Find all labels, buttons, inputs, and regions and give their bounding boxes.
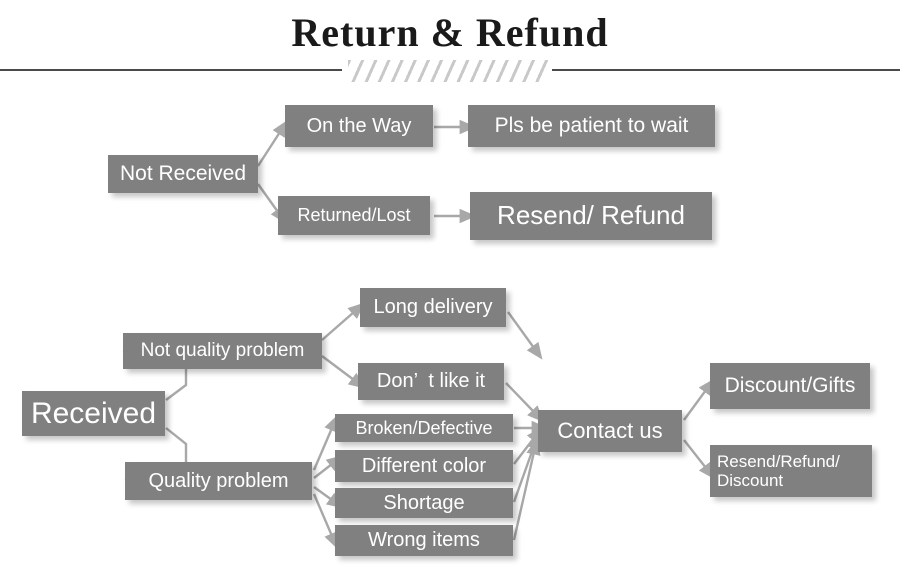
node-dont-like-it[interactable]: Don’ t like it xyxy=(358,363,504,400)
node-discount-gifts[interactable]: Discount/Gifts xyxy=(710,363,870,409)
node-returned-lost[interactable]: Returned/Lost xyxy=(278,196,430,235)
node-on-the-way[interactable]: On the Way xyxy=(285,105,433,147)
decorative-divider xyxy=(0,60,900,82)
node-long-delivery[interactable]: Long delivery xyxy=(360,288,506,327)
node-wrong-items[interactable]: Wrong items xyxy=(335,525,513,556)
page-title: Return & Refund xyxy=(291,10,609,55)
node-different-color[interactable]: Different color xyxy=(335,450,513,482)
divider-rule-right xyxy=(552,69,900,71)
hatched-divider-icon xyxy=(348,60,548,82)
node-received[interactable]: Received xyxy=(22,391,165,436)
node-resend-refund[interactable]: Resend/ Refund xyxy=(470,192,712,240)
node-resend-refund-discount[interactable]: Resend/Refund/ Discount xyxy=(710,445,872,497)
node-contact-us[interactable]: Contact us xyxy=(538,410,682,452)
node-pls-be-patient-to-wait[interactable]: Pls be patient to wait xyxy=(468,105,715,147)
node-not-quality-problem[interactable]: Not quality problem xyxy=(123,333,322,369)
divider-rule-left xyxy=(0,69,342,71)
node-shortage[interactable]: Shortage xyxy=(335,488,513,518)
node-not-received[interactable]: Not Received xyxy=(108,155,258,193)
node-quality-problem[interactable]: Quality problem xyxy=(125,462,312,500)
node-broken-defective[interactable]: Broken/Defective xyxy=(335,414,513,442)
